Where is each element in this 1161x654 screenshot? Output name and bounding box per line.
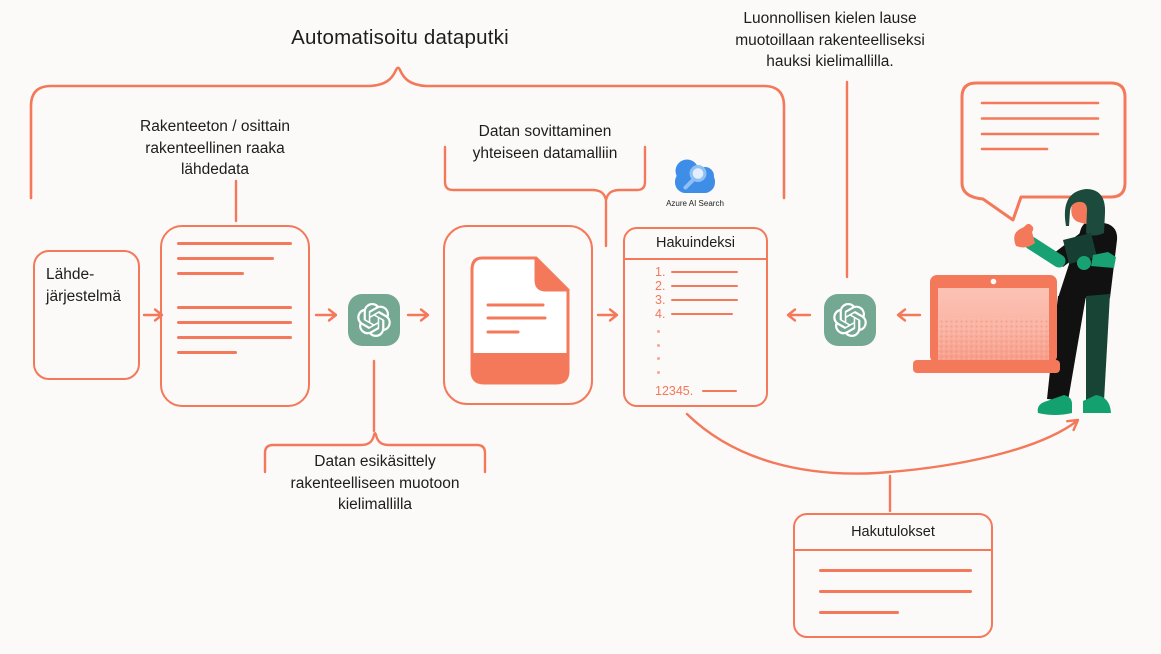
index-number: 4.: [655, 307, 666, 321]
dot: [657, 357, 660, 360]
dot: [657, 330, 660, 333]
index-ellipsis-dots: [655, 330, 766, 374]
person-forearm: [1024, 236, 1066, 268]
index-row: 1.: [655, 265, 766, 279]
search-results-list: [795, 551, 991, 614]
label-line: rakenteellinen raaka: [145, 139, 285, 157]
index-entry-line: [702, 389, 738, 393]
person-tablet: [1063, 233, 1097, 264]
label-preprocessing: Datan esikäsittely rakenteelliseen muoto…: [275, 451, 475, 516]
label-line: Luonnollisen kielen lause: [743, 10, 917, 27]
source-system-box: Lähde- järjestelmä: [33, 250, 140, 380]
preprocess-bracket: [263, 432, 487, 474]
openai-logo-icon: [348, 294, 400, 346]
index-number: 1.: [655, 265, 666, 279]
arrow-doc2-to-index: [596, 308, 619, 322]
person-leg-back: [1086, 294, 1110, 401]
index-entry-line: [671, 298, 738, 302]
speech-bubble: [960, 81, 1127, 222]
label-data-mapping: Datan sovittaminen yhteiseen datamalliin: [445, 121, 645, 164]
person-shoe-front: [1037, 395, 1072, 415]
label-line: Datan esikäsittely: [314, 453, 436, 470]
mapping-bracket: [443, 145, 647, 248]
index-entry-line: [671, 284, 738, 288]
openai-logo-icon-2: [824, 294, 876, 346]
text-line: [177, 335, 292, 339]
arrow-source-to-doc: [142, 308, 164, 322]
index-number: 2.: [655, 279, 666, 293]
dot: [657, 370, 660, 374]
text-line: [177, 241, 292, 245]
arrow-gpt1-to-doc2: [406, 308, 430, 322]
laptop-camera-dot: [990, 278, 997, 285]
index-row: 3.: [655, 293, 766, 307]
index-entry-line: [671, 312, 733, 316]
source-system-label-line: Lähde-: [46, 266, 95, 283]
index-row-last: 12345.: [655, 384, 766, 398]
raw-document-box: [160, 225, 310, 407]
label-line: lähdedata: [180, 161, 250, 178]
index-number: 12345.: [655, 384, 694, 398]
text-line: [177, 350, 237, 354]
results-curve-arrow: [685, 412, 1080, 475]
person-hand-right: [1077, 256, 1091, 270]
arrow-laptop-to-gpt2: [896, 308, 922, 322]
mapped-document-box: [443, 225, 593, 405]
label-line: Datan sovittaminen: [478, 123, 612, 140]
source-system-label-line: järjestelmä: [46, 288, 121, 305]
text-line: [177, 320, 292, 324]
diagram-title: Automatisoitu dataputki: [291, 26, 509, 49]
flow-arrows: [142, 308, 922, 322]
arrow-doc-to-gpt1: [314, 308, 338, 322]
label-line: rakenteelliseen muotoon: [290, 474, 460, 492]
label-line: hauksi kielimallilla.: [766, 53, 894, 70]
text-line: [177, 271, 244, 275]
search-index-title: Hakuindeksi: [625, 229, 766, 260]
index-number: 3.: [655, 293, 666, 307]
person-forearm-right: [1091, 252, 1116, 268]
label-line: muotoillaan rakenteelliseksi: [735, 31, 925, 49]
search-index-list: 1. 2. 3. 4. 12345.: [625, 260, 766, 398]
result-line: [819, 569, 972, 572]
result-line: [819, 611, 899, 614]
laptop-illustration: [913, 275, 1060, 373]
azure-ai-search-icon: [675, 159, 715, 193]
index-row: 4.: [655, 307, 766, 321]
document-footer-band: [472, 353, 568, 383]
azure-ai-search-label: Azure AI Search: [666, 199, 724, 208]
person-face: [1071, 199, 1090, 225]
search-index-box: Hakuindeksi 1. 2. 3. 4.: [623, 227, 768, 407]
person-hand: [1014, 223, 1035, 248]
label-line: kielimallilla: [337, 496, 413, 513]
pipeline-bracket: [29, 66, 786, 200]
text-line: [177, 305, 292, 309]
index-entry-line: [671, 270, 738, 274]
index-row: 2.: [655, 279, 766, 293]
label-raw-source-data: Rakenteeton / osittain rakenteellinen ra…: [115, 116, 315, 181]
person-shoe-back: [1083, 395, 1111, 413]
arrow-gpt2-to-index: [786, 308, 812, 322]
search-results-box: Hakutulokset: [793, 513, 993, 638]
folded-corner: [534, 256, 570, 292]
search-results-title: Hakutulokset: [795, 515, 991, 551]
person-hair: [1064, 189, 1106, 236]
result-line: [819, 590, 972, 593]
dot: [657, 343, 660, 347]
text-line: [177, 256, 274, 260]
label-line: Rakenteeton / osittain: [140, 118, 290, 135]
mapped-document-icon: [470, 256, 570, 385]
label-natural-language-query: Luonnollisen kielen lause muotoillaan ra…: [720, 8, 940, 73]
label-line: yhteiseen datamalliin: [472, 144, 618, 162]
